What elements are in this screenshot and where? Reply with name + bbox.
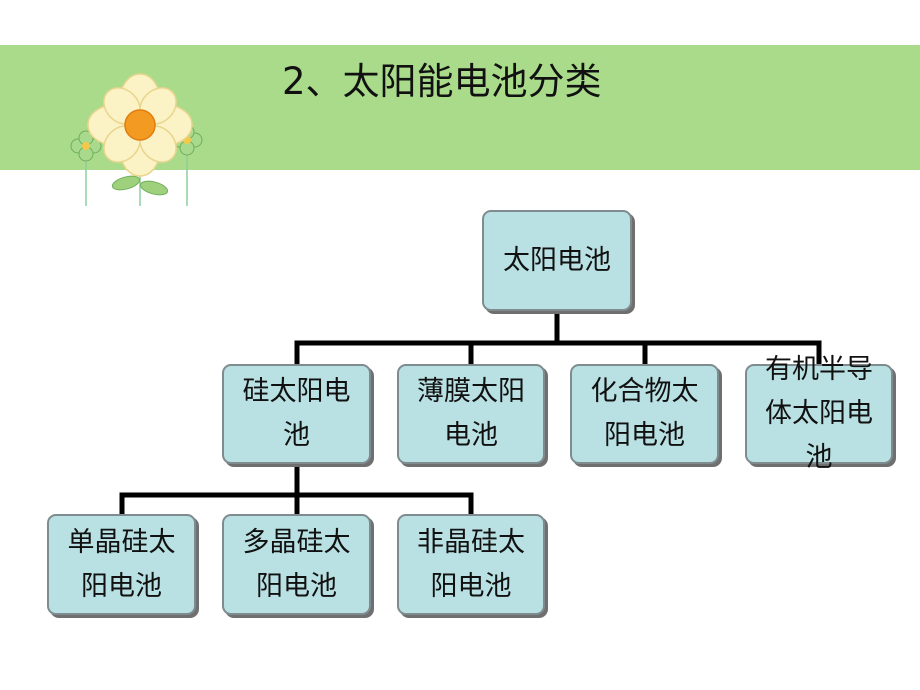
flower-icon — [70, 73, 203, 206]
node-polycrystalline: 多晶硅太阳电池 — [222, 514, 371, 615]
node-compound: 化合物太阳电池 — [570, 364, 719, 464]
node-organic: 有机半导体太阳电池 — [745, 354, 893, 473]
node-thin-film: 薄膜太阳电池 — [397, 364, 545, 464]
node-root: 太阳电池 — [482, 210, 632, 311]
node-silicon: 硅太阳电池 — [222, 364, 371, 464]
node-monocrystalline: 单晶硅太阳电池 — [47, 514, 196, 615]
page-title: 2、太阳能电池分类 — [282, 60, 602, 103]
node-amorphous: 非晶硅太阳电池 — [397, 514, 545, 615]
